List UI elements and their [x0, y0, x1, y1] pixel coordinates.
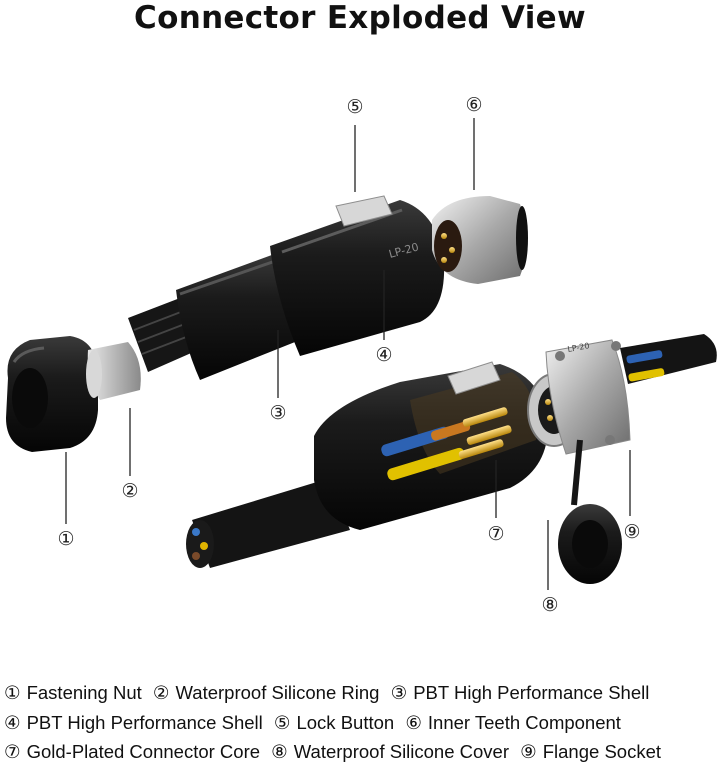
lock-button [335, 195, 393, 227]
inner-teeth-component [432, 196, 528, 284]
legend-label: PBT High Performance Shell [26, 712, 263, 733]
legend-number: ⑤ [273, 712, 291, 733]
legend-number: ⑥ [405, 712, 422, 733]
pbt-shell-rear [176, 252, 300, 380]
flange-socket: LP-20 [545, 334, 717, 455]
leader-lines [65, 118, 631, 590]
legend-label: Waterproof Silicone Ring [175, 682, 380, 703]
lower-lock-button [447, 361, 501, 395]
silicone-ring [86, 342, 141, 400]
legend-number: ⑨ [520, 741, 537, 762]
legend-label: Lock Button [296, 712, 395, 733]
legend-number: ⑦ [4, 741, 21, 762]
legend-number: ④ [4, 712, 21, 733]
callout-1: ① [57, 528, 74, 550]
fastening-nut [6, 336, 98, 452]
legend-label: Fastening Nut [26, 682, 142, 703]
waterproof-silicone-cover [558, 439, 622, 584]
legend-label: PBT High Performance Shell [413, 682, 650, 703]
pbt-shell-front: LP-20 [270, 200, 445, 356]
lower-connector: LP-20 [186, 334, 717, 584]
callout-9: ⑨ [623, 521, 640, 543]
legend-number: ⑧ [271, 741, 288, 762]
callout-7: ⑦ [487, 523, 504, 545]
legend-number: ③ [390, 682, 408, 703]
legend-label: Flange Socket [542, 741, 661, 762]
callout-8: ⑧ [541, 594, 558, 616]
legend-number: ① [4, 682, 21, 703]
lower-shell [314, 364, 548, 530]
callout-2: ② [121, 480, 138, 502]
callout-6: ⑥ [465, 94, 482, 116]
legend-label: Inner Teeth Component [427, 712, 621, 733]
upper-connector: LP-20 [6, 195, 528, 452]
exploded-view-diagram: LP-20 [6, 94, 717, 616]
callout-5: ⑤ [346, 96, 363, 118]
legend-number: ② [152, 682, 170, 703]
flange-marking: LP-20 [567, 341, 590, 354]
page-title: Connector Exploded View [134, 0, 586, 36]
legend-label: Gold-Plated Connector Core [26, 741, 261, 762]
legend-label: Waterproof Silicone Cover [293, 741, 509, 762]
callout-4: ④ [375, 344, 392, 366]
callout-3: ③ [269, 402, 286, 424]
cable [186, 478, 350, 568]
